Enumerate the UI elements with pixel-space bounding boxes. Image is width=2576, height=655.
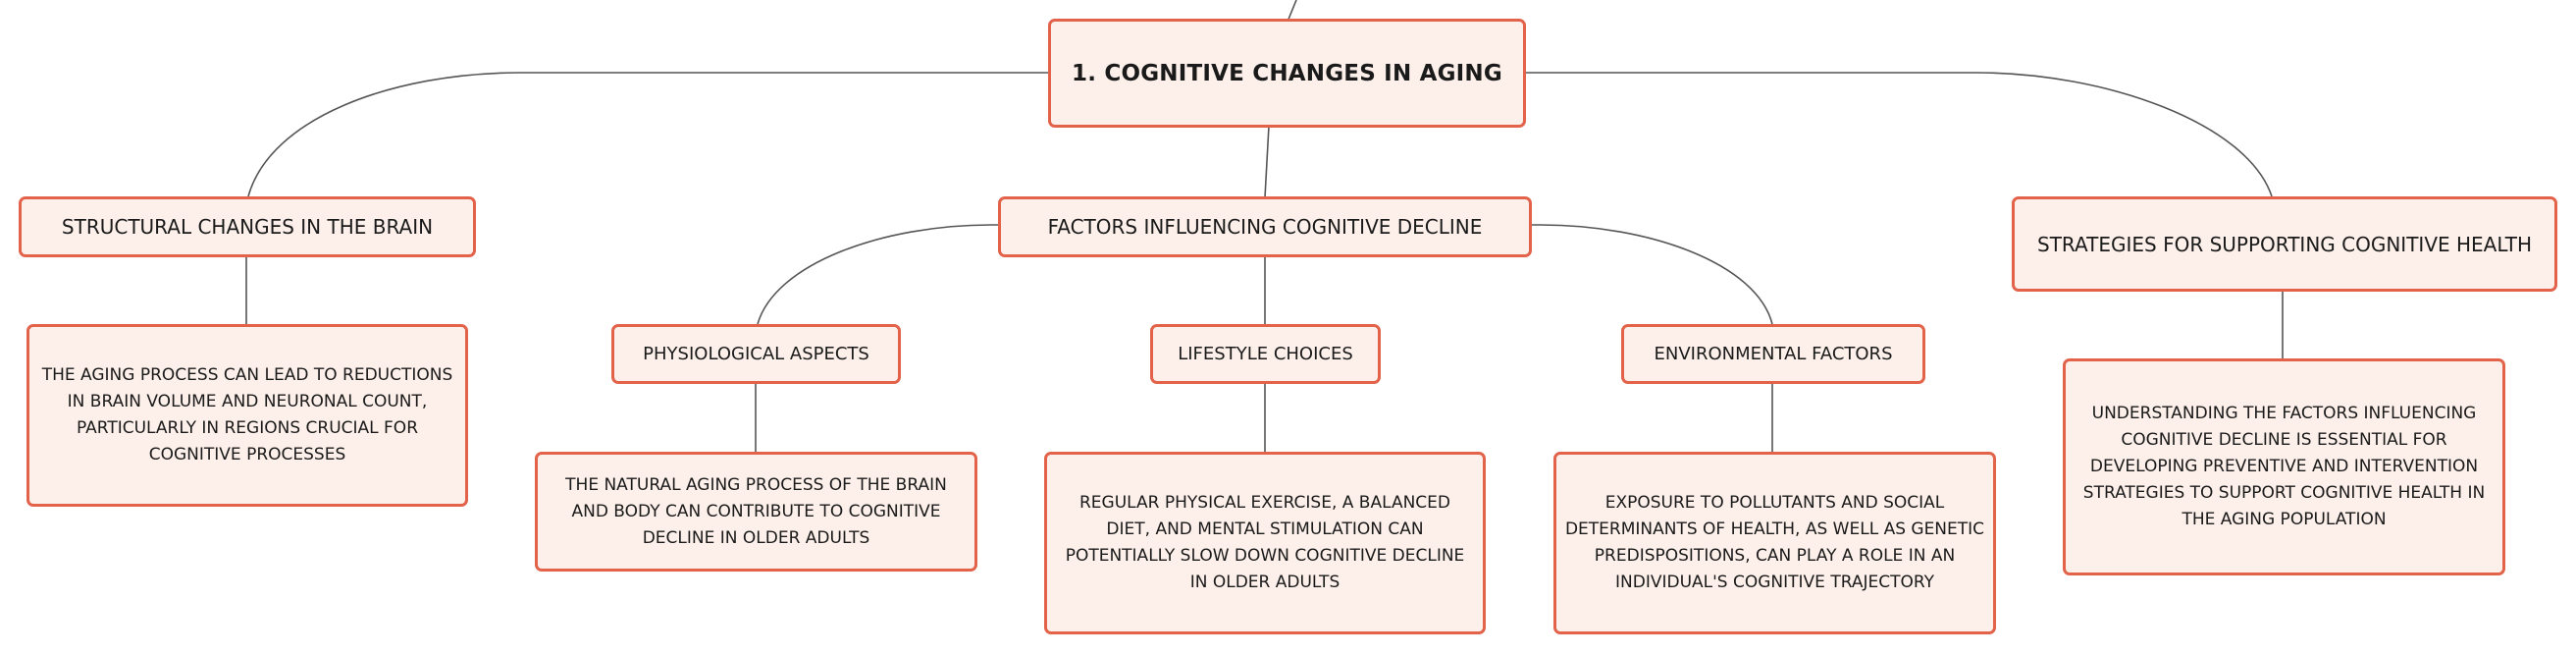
strategies-description[interactable]: UNDERSTANDING THE FACTORS INFLUENCING CO… [2063,358,2505,575]
environmental-description-text: EXPOSURE TO POLLUTANTS AND SOCIAL DETERM… [1564,493,1985,592]
lifestyle-description[interactable]: REGULAR PHYSICAL EXERCISE, A BALANCED DI… [1044,452,1486,634]
environmental-label: ENVIRONMENTAL FACTORS [1654,344,1893,364]
branch-strategies-cognitive-health[interactable]: STRATEGIES FOR SUPPORTING COGNITIVE HEAL… [2012,196,2557,292]
connector-root-strategies [1525,72,2273,197]
structural-changes-description[interactable]: THE AGING PROCESS CAN LEAD TO REDUCTIONS… [26,324,468,507]
lifestyle-label: LIFESTYLE CHOICES [1178,344,1353,364]
branch-strategies-label: STRATEGIES FOR SUPPORTING COGNITIVE HEAL… [2037,232,2532,256]
connector-factors-physiological [757,224,999,325]
structural-description-text: THE AGING PROCESS CAN LEAD TO REDUCTIONS… [41,365,453,464]
connector-root-parent [1287,0,1297,23]
root-topic-label: 1. COGNITIVE CHANGES IN AGING [1072,60,1502,86]
strategies-description-text: UNDERSTANDING THE FACTORS INFLUENCING CO… [2082,404,2486,529]
lifestyle-description-text: REGULAR PHYSICAL EXERCISE, A BALANCED DI… [1065,493,1465,592]
branch-structural-label: STRUCTURAL CHANGES IN THE BRAIN [61,215,434,239]
physiological-label: PHYSIOLOGICAL ASPECTS [643,344,869,364]
physiological-description[interactable]: THE NATURAL AGING PROCESS OF THE BRAIN A… [535,452,977,572]
subtopic-environmental-factors[interactable]: ENVIRONMENTAL FACTORS [1621,324,1925,384]
connector-factors-environmental [1531,224,1773,325]
root-topic-node[interactable]: 1. COGNITIVE CHANGES IN AGING [1048,19,1526,128]
environmental-description[interactable]: EXPOSURE TO POLLUTANTS AND SOCIAL DETERM… [1553,452,1996,634]
subtopic-physiological-aspects[interactable]: PHYSIOLOGICAL ASPECTS [611,324,901,384]
branch-factors-label: FACTORS INFLUENCING COGNITIVE DECLINE [1047,215,1483,239]
connector-root-structural [247,72,1050,197]
subtopic-lifestyle-choices[interactable]: LIFESTYLE CHOICES [1150,324,1381,384]
branch-structural-changes[interactable]: STRUCTURAL CHANGES IN THE BRAIN [19,196,476,257]
physiological-description-text: THE NATURAL AGING PROCESS OF THE BRAIN A… [565,474,947,548]
connector-root-factors [1264,125,1270,198]
branch-factors-influencing[interactable]: FACTORS INFLUENCING COGNITIVE DECLINE [998,196,1532,257]
